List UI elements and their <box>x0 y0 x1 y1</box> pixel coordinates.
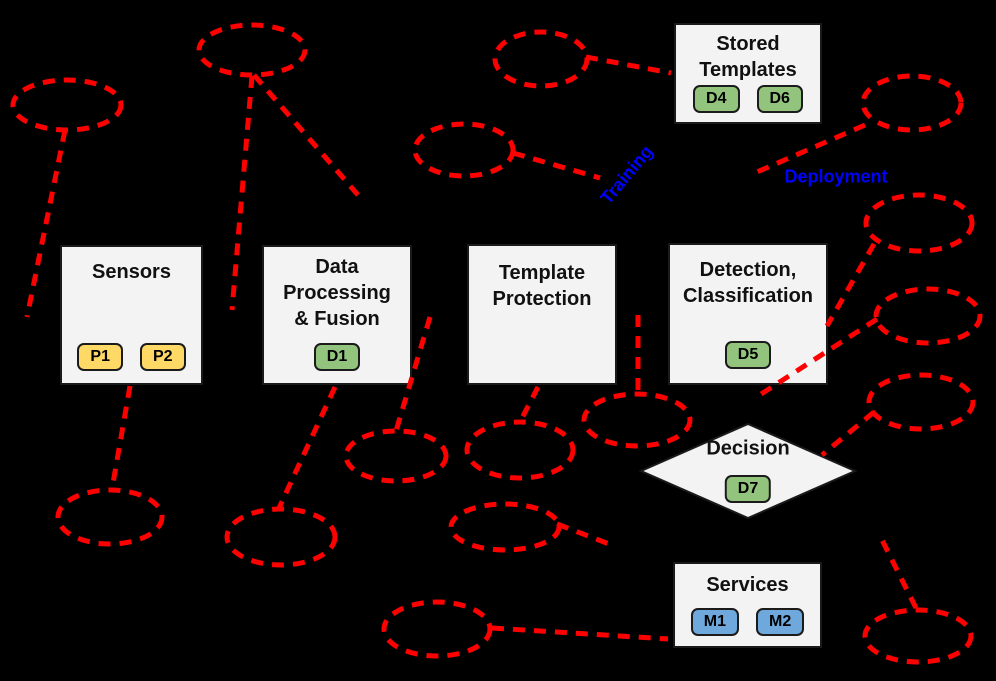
node-decision-title: Decision <box>706 437 790 460</box>
node-services: Services M1 M2 <box>673 562 822 648</box>
attack-point-ellipse <box>863 192 975 254</box>
attack-point-ellipse <box>862 607 974 665</box>
badge-d6: D6 <box>756 85 803 113</box>
node-title: Detection, Classification <box>682 259 814 307</box>
attack-point-ellipse <box>464 419 576 481</box>
attack-connector-line <box>878 536 919 610</box>
node-title: Services <box>706 574 789 596</box>
node-title: Stored Templates <box>699 33 797 81</box>
attack-connector-line <box>518 385 541 422</box>
attack-point-ellipse <box>196 22 308 78</box>
attack-connector-line <box>229 75 255 311</box>
attack-point-ellipse <box>448 501 562 553</box>
attack-marks-group <box>10 22 983 665</box>
badge-d1: D1 <box>313 343 361 371</box>
attack-connector-line <box>753 316 879 401</box>
attack-point-ellipse <box>492 29 590 89</box>
attack-point-ellipse <box>581 391 693 449</box>
node-title: Data Processing & Fusion <box>283 256 391 330</box>
attack-point-ellipse <box>224 506 338 568</box>
attack-connector-line <box>109 385 133 490</box>
attack-point-ellipse <box>866 372 976 432</box>
attack-connector-line <box>252 73 360 197</box>
attack-connector-line <box>491 625 669 642</box>
attack-point-ellipse <box>381 599 493 659</box>
attack-connector-line <box>824 242 877 328</box>
badge-d7: D7 <box>724 475 772 503</box>
badge-row: D4 D6 <box>693 85 803 113</box>
node-title: Sensors <box>92 261 171 283</box>
attack-point-ellipse <box>412 121 516 179</box>
attack-point-ellipse <box>873 286 983 346</box>
node-data-processing-fusion: Data Processing & Fusion D1 <box>262 245 412 385</box>
node-sensors: Sensors P1 P2 <box>60 245 203 385</box>
attack-connector-line <box>585 54 672 76</box>
phase-label-deployment: Deployment <box>784 166 888 187</box>
node-title: Template Protection <box>492 262 592 310</box>
attack-connector-line <box>24 129 68 318</box>
badge-p2: P2 <box>140 343 186 371</box>
node-stored-templates: Stored Templates D4 D6 <box>674 23 822 124</box>
attack-point-ellipse <box>860 73 964 133</box>
badge-row: D5 <box>724 341 772 369</box>
node-template-protection: Template Protection <box>467 244 617 385</box>
badge-d5: D5 <box>724 341 772 369</box>
badge-d4: D4 <box>693 85 740 113</box>
attack-connector-line <box>276 385 338 510</box>
badge-row: D1 <box>313 343 361 371</box>
attack-connector-line <box>756 122 866 175</box>
attack-connector-line <box>393 316 433 432</box>
attack-point-ellipse <box>10 77 124 133</box>
badge-m1: M1 <box>690 608 739 636</box>
badge-m2: M2 <box>756 608 805 636</box>
attack-connector-line <box>512 150 601 181</box>
attack-connector-line <box>556 521 610 547</box>
attack-point-ellipse <box>55 487 165 547</box>
node-detection-classification: Detection, Classification D5 <box>668 243 828 385</box>
attack-point-ellipse <box>343 428 449 484</box>
decision-diamond <box>638 422 858 520</box>
badge-row: M1 M2 <box>690 608 805 636</box>
attack-connector-line <box>820 410 876 457</box>
badge-d7-wrap: D7 <box>724 475 772 503</box>
badge-p1: P1 <box>77 343 123 371</box>
badge-row: P1 P2 <box>77 343 186 371</box>
